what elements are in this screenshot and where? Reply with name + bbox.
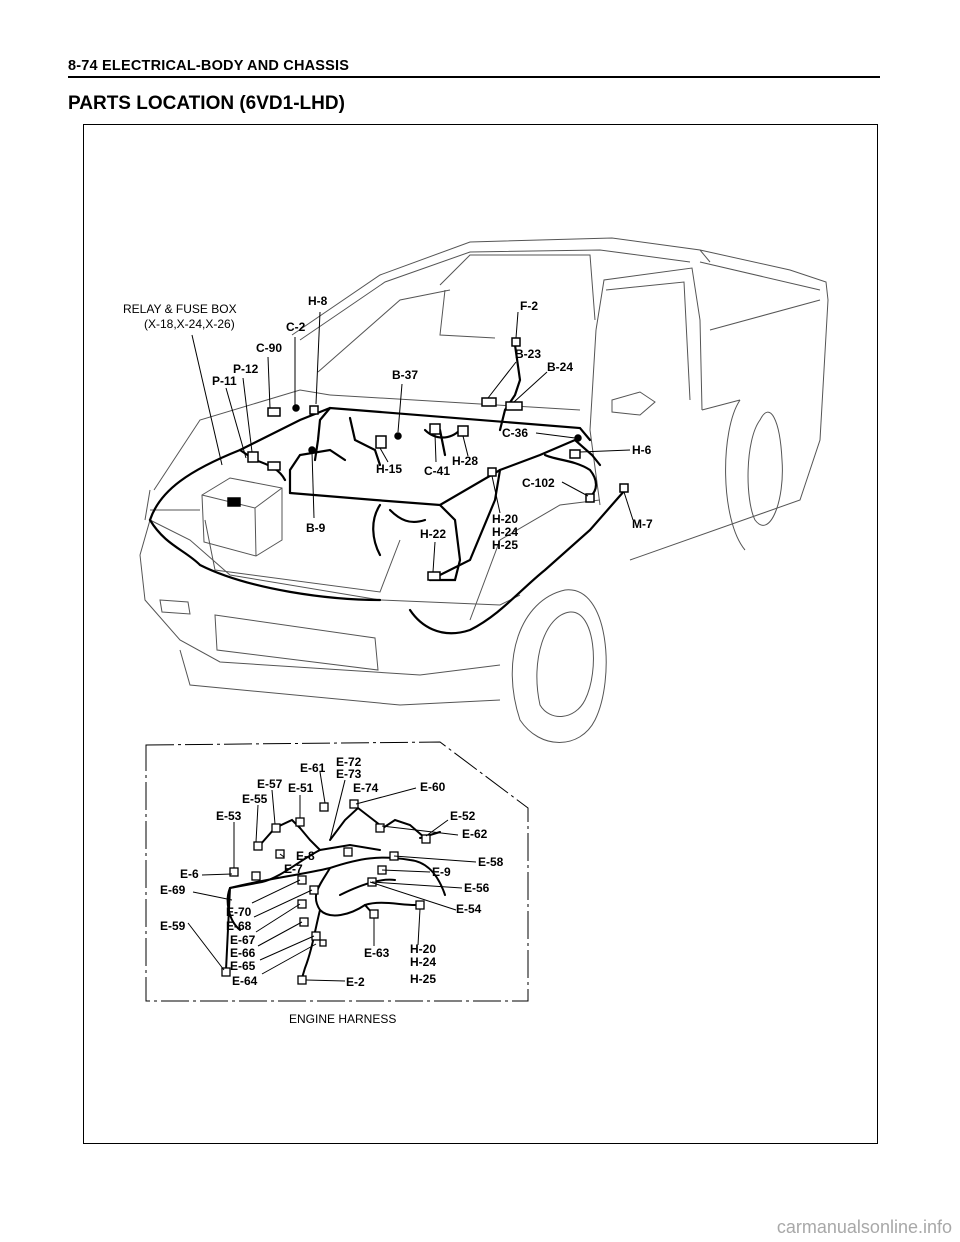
label-e64: E-64 xyxy=(232,974,258,988)
label-h8: H-8 xyxy=(308,294,328,308)
leader-lines xyxy=(191,311,634,573)
connectors xyxy=(227,337,629,581)
label-c90: C-90 xyxy=(256,341,282,355)
label-e8: E-8 xyxy=(296,849,315,863)
label-e66: E-66 xyxy=(230,946,256,960)
body-harness xyxy=(148,343,627,635)
label-e7: E-7 xyxy=(284,862,303,876)
label-e52: E-52 xyxy=(450,809,476,823)
label-h25: H-25 xyxy=(492,538,518,552)
label-c36: C-36 xyxy=(502,426,528,440)
label-e62: E-62 xyxy=(462,827,488,841)
label-e73: E-73 xyxy=(336,767,362,781)
figure-frame xyxy=(83,124,878,1144)
engine-harness-inset-frame xyxy=(145,741,529,1002)
label-e74: E-74 xyxy=(353,781,379,795)
label-e68: E-68 xyxy=(226,919,252,933)
label-h28: H-28 xyxy=(452,454,478,468)
label-e58: E-58 xyxy=(478,855,504,869)
section-title: PARTS LOCATION (6VD1-LHD) xyxy=(68,93,345,114)
label-c2: C-2 xyxy=(286,320,306,334)
label-h24-engine: H-24 xyxy=(410,955,436,969)
label-e63: E-63 xyxy=(364,946,390,960)
label-relay-fuse-box-sub: (X-18,X-24,X-26) xyxy=(144,317,235,331)
label-b37: B-37 xyxy=(392,368,418,382)
label-e72: E-72 xyxy=(336,755,362,769)
label-h25-engine: H-25 xyxy=(410,972,436,986)
label-e53: E-53 xyxy=(216,809,242,823)
label-e51: E-51 xyxy=(288,781,314,795)
label-e60: E-60 xyxy=(420,780,446,794)
label-h15: H-15 xyxy=(376,462,402,476)
watermark: carmanualsonline.info xyxy=(776,1217,952,1237)
label-e57: E-57 xyxy=(257,777,283,791)
label-h22: H-22 xyxy=(420,527,446,541)
label-relay-fuse-box: RELAY & FUSE BOX xyxy=(123,302,237,316)
label-f2: F-2 xyxy=(520,299,538,313)
label-b24: B-24 xyxy=(547,360,573,374)
truck-illustration xyxy=(139,237,829,743)
label-b23: B-23 xyxy=(515,347,541,361)
header-rule xyxy=(68,76,880,78)
label-e55: E-55 xyxy=(242,792,268,806)
label-e2: E-2 xyxy=(346,975,365,989)
label-e54: E-54 xyxy=(456,902,482,916)
label-e65: E-65 xyxy=(230,959,256,973)
label-e9: E-9 xyxy=(432,865,451,879)
label-h20-engine: H-20 xyxy=(410,942,436,956)
label-h6: H-6 xyxy=(632,443,652,457)
label-e61: E-61 xyxy=(300,761,326,775)
label-e67: E-67 xyxy=(230,933,256,947)
label-h24: H-24 xyxy=(492,525,518,539)
label-e70: E-70 xyxy=(226,905,252,919)
engine-leader-lines xyxy=(187,771,477,982)
label-e6: E-6 xyxy=(180,867,199,881)
label-p11: P-11 xyxy=(212,374,237,388)
label-c102: C-102 xyxy=(522,476,555,490)
label-e69: E-69 xyxy=(160,883,186,897)
page-header: 8-74 ELECTRICAL-BODY AND CHASSIS xyxy=(68,58,350,74)
label-c41: C-41 xyxy=(424,464,450,478)
label-b9: B-9 xyxy=(306,521,326,535)
label-e56: E-56 xyxy=(464,881,490,895)
label-h20: H-20 xyxy=(492,512,518,526)
engine-harness-caption: ENGINE HARNESS xyxy=(289,1012,396,1026)
label-e59: E-59 xyxy=(160,919,186,933)
label-p12: P-12 xyxy=(233,362,259,376)
label-m7: M-7 xyxy=(632,517,653,531)
